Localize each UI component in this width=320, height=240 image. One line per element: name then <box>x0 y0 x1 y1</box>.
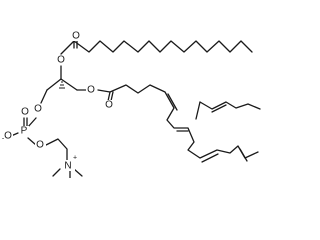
phosphate-anionic-oxygen-label: O <box>4 131 12 142</box>
first-cis-double-bond-marker <box>167 93 178 111</box>
right-acyl-chain <box>109 84 259 159</box>
glycerol-bond-1 <box>46 78 62 91</box>
atom-labels: O O O O O O P O - O N + <box>2 31 114 172</box>
carbonyl-oxygen-top-label: O <box>72 31 80 42</box>
third-cis-double-bond-marker <box>201 153 219 163</box>
top-acyl-ester-bond <box>60 40 75 55</box>
phosphorus-label: P <box>21 126 28 137</box>
carbonyl-oxygen-right-label: O <box>105 100 113 111</box>
phosphoryl-oxygen-label: O <box>21 107 29 118</box>
top-acyl-chain <box>73 40 253 53</box>
ester-oxygen-right-label: O <box>87 85 95 96</box>
bonds <box>10 40 261 178</box>
ammonium-charge-label: + <box>73 155 77 162</box>
sn1-carbonyl-bond-b <box>110 91 114 102</box>
fourth-cis-double-bond-marker <box>239 148 248 162</box>
glycerol-to-phosphate-oxygen-bond <box>40 89 48 104</box>
glycerol-bond-2 <box>60 78 78 91</box>
upper-right-double-bond-marker <box>211 104 227 113</box>
chemical-structure-diagram: O O O O O O P O - O N + <box>2 31 261 178</box>
sn1-carbonyl-bond-a <box>107 91 111 102</box>
sn1-ester-bond <box>97 89 111 93</box>
ammonium-methyl-2 <box>73 168 83 177</box>
choline-chain <box>45 138 68 161</box>
phosphate-ester-oxygen-choline-label: O <box>36 140 44 151</box>
p-to-choline-oxygen-bond <box>27 137 37 146</box>
ammonium-nitrogen-label: N <box>64 161 71 172</box>
stereo-hashed-bond <box>59 81 65 89</box>
phosphate-anion-charge-label: - <box>2 136 5 143</box>
phosphate-ester-oxygen-glycerol-label: O <box>34 104 42 115</box>
ester-oxygen-top-label: O <box>57 55 65 66</box>
ammonium-methyl-1 <box>52 168 61 177</box>
upper-right-chain-tail <box>199 101 261 110</box>
upper-right-to-main-chain-bond <box>195 101 201 120</box>
